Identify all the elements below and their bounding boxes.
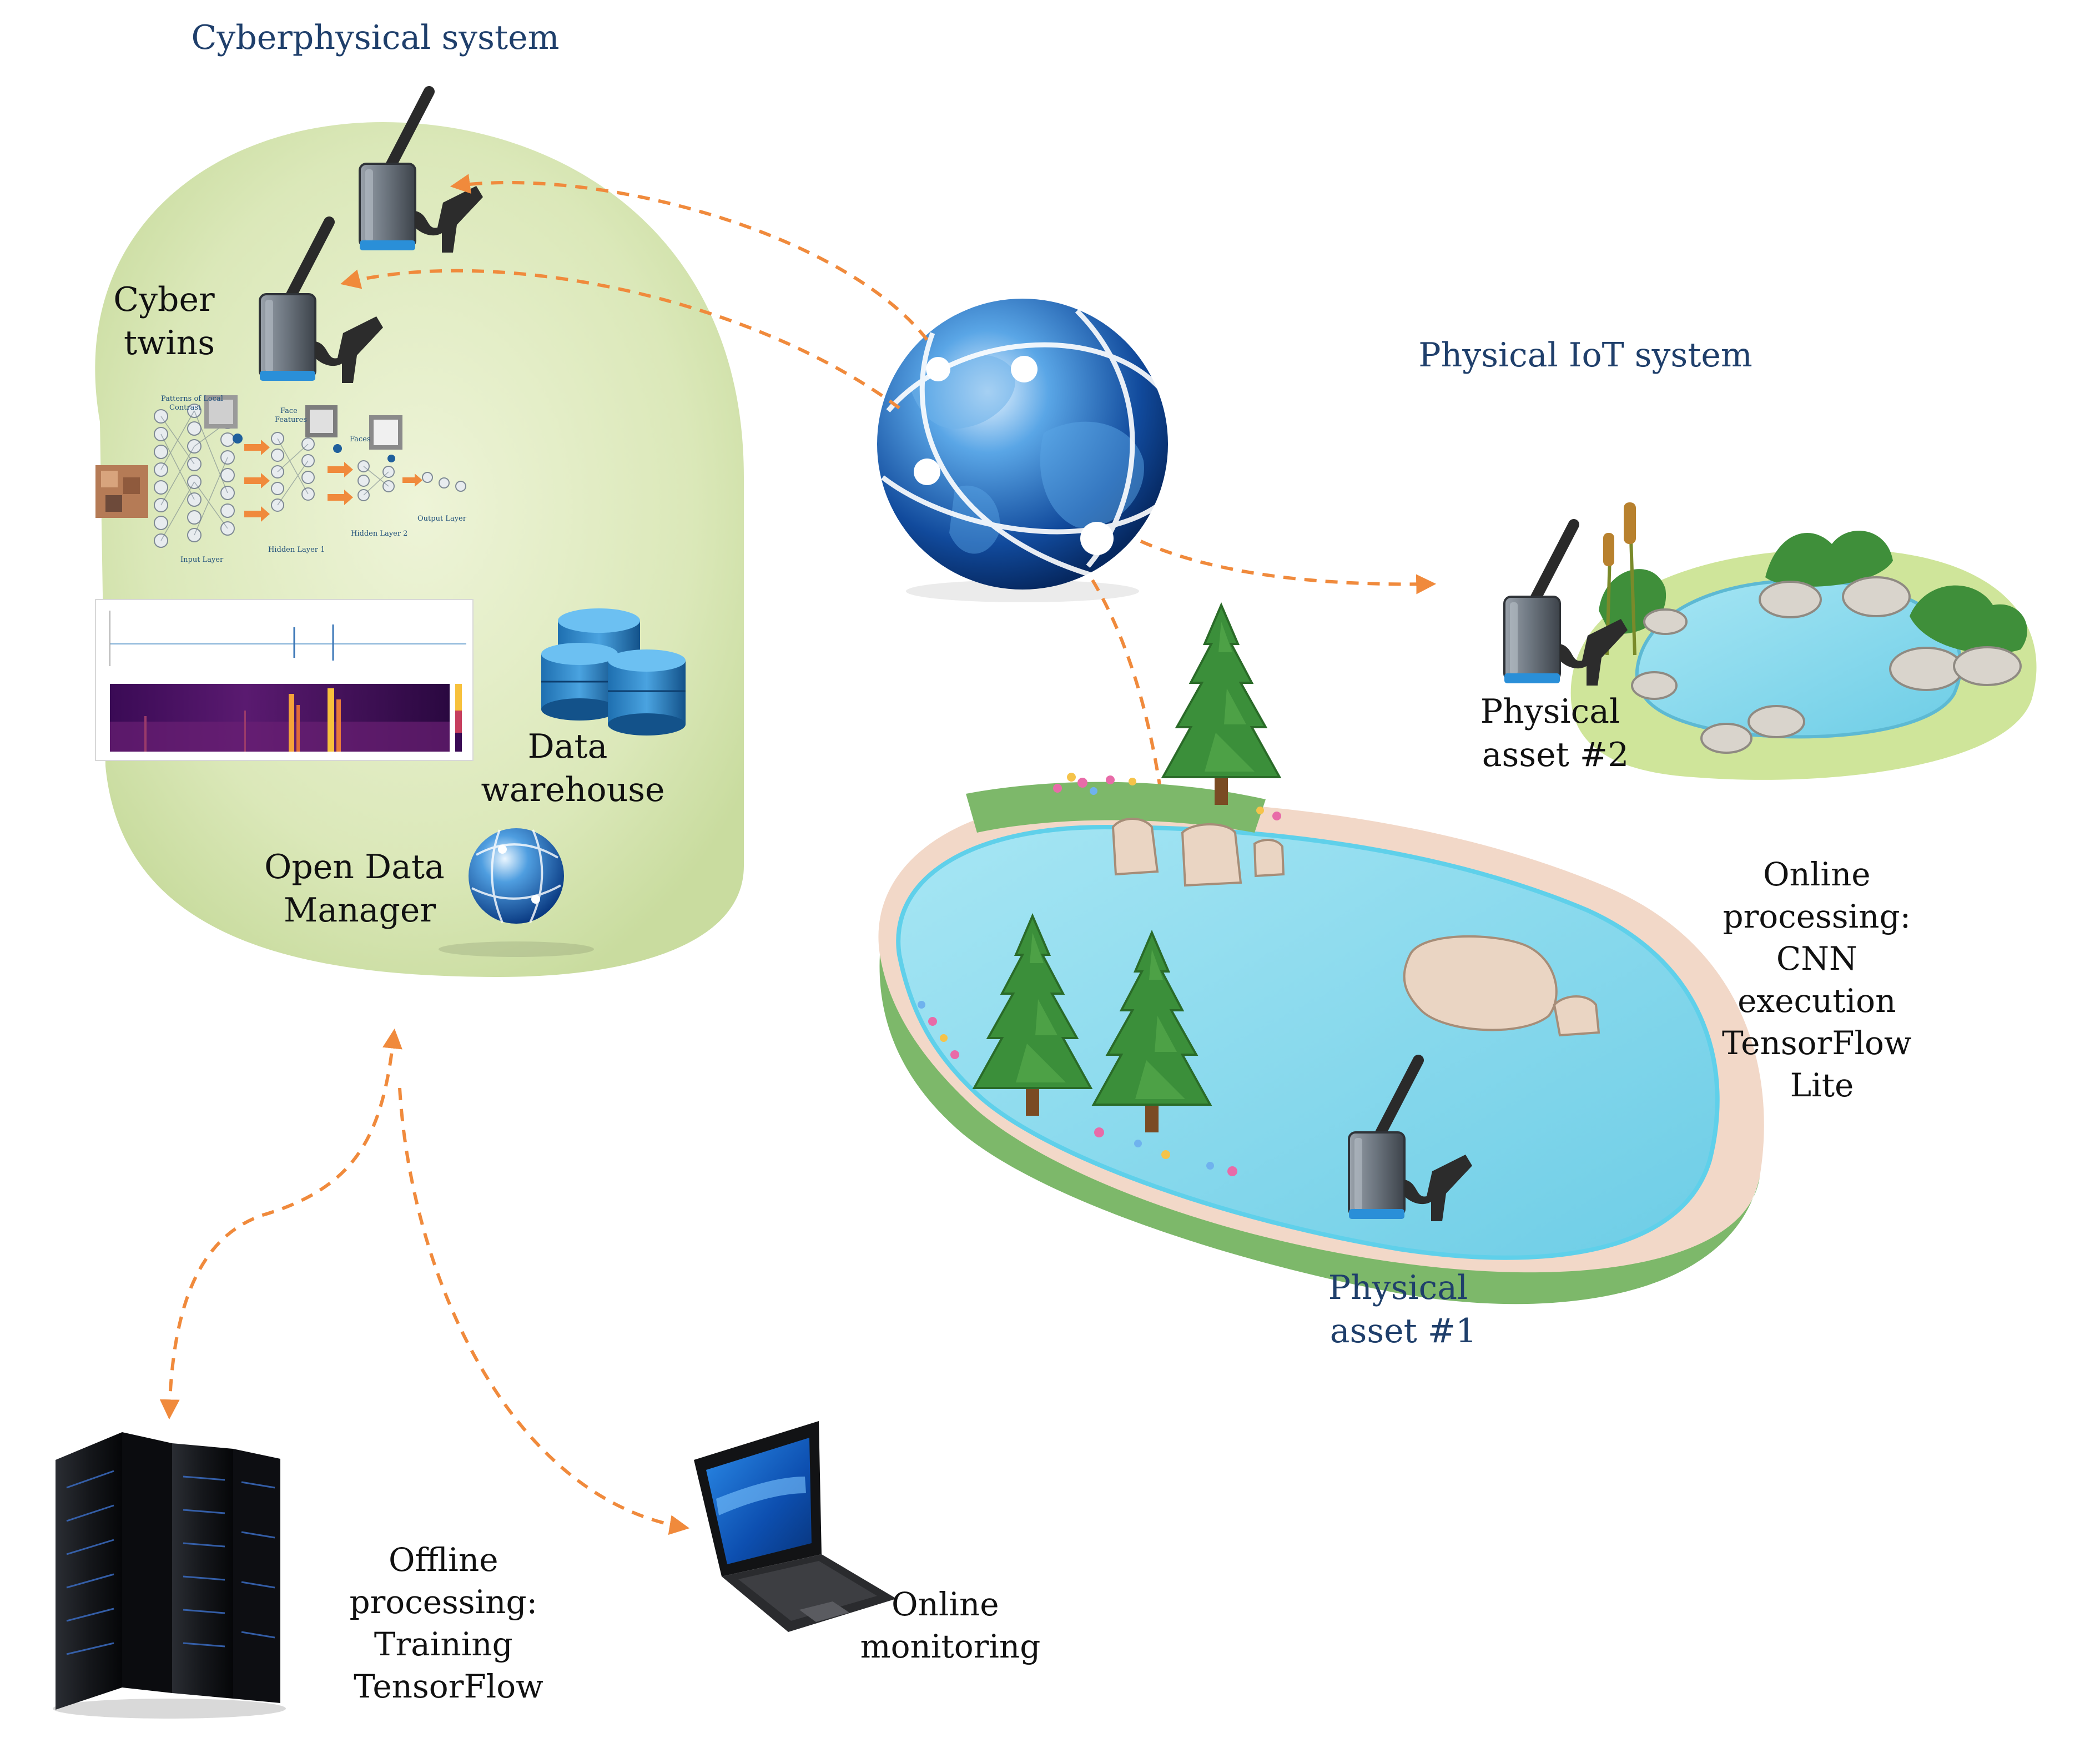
physical-asset-1-label: Physical asset #1 — [1328, 1268, 1479, 1351]
svg-text:Faces: Faces — [350, 435, 371, 444]
offline-processing-label: Offline processing: Training TensorFlow — [349, 1541, 547, 1705]
spectrogram-figure — [95, 599, 474, 761]
svg-text:Patterns of Local: Patterns of Local — [161, 395, 223, 403]
pine-tree-icon — [1162, 604, 1281, 806]
cyberphysical-region — [95, 122, 744, 977]
online-processing-label: Online processing: CNN execution TensorF… — [1722, 855, 1922, 1104]
title-cyberphysical-system: Cyberphysical system — [192, 18, 560, 57]
server-rack-icon — [53, 1432, 286, 1719]
online-monitoring-label: Online monitoring — [860, 1585, 1041, 1665]
svg-text:Contrast: Contrast — [169, 404, 202, 412]
database-icon — [541, 608, 686, 736]
svg-text:Output Layer: Output Layer — [417, 515, 467, 523]
svg-text:Hidden Layer 1: Hidden Layer 1 — [268, 546, 325, 554]
svg-text:Input Layer: Input Layer — [180, 556, 224, 564]
laptop-icon — [694, 1421, 897, 1632]
physical-asset-2-label: Physical asset #2 — [1480, 692, 1631, 774]
svg-text:Hidden Layer 2: Hidden Layer 2 — [351, 530, 407, 538]
pond-icon — [878, 773, 1764, 1304]
globe-icon — [469, 828, 564, 924]
open-data-manager-label: Open Data Manager — [264, 848, 455, 930]
neural-network-figure: Patterns of Local Contrast Face Features… — [95, 395, 467, 564]
title-physical-iot-system: Physical IoT system — [1418, 336, 1752, 375]
svg-text:Face: Face — [280, 407, 298, 415]
globe-icon — [877, 299, 1168, 602]
pond-icon — [1570, 502, 2037, 780]
data-warehouse-label: Data warehouse — [481, 727, 664, 809]
cyber-twins-label: Cyber twins — [113, 280, 225, 362]
svg-text:Features: Features — [275, 416, 307, 424]
